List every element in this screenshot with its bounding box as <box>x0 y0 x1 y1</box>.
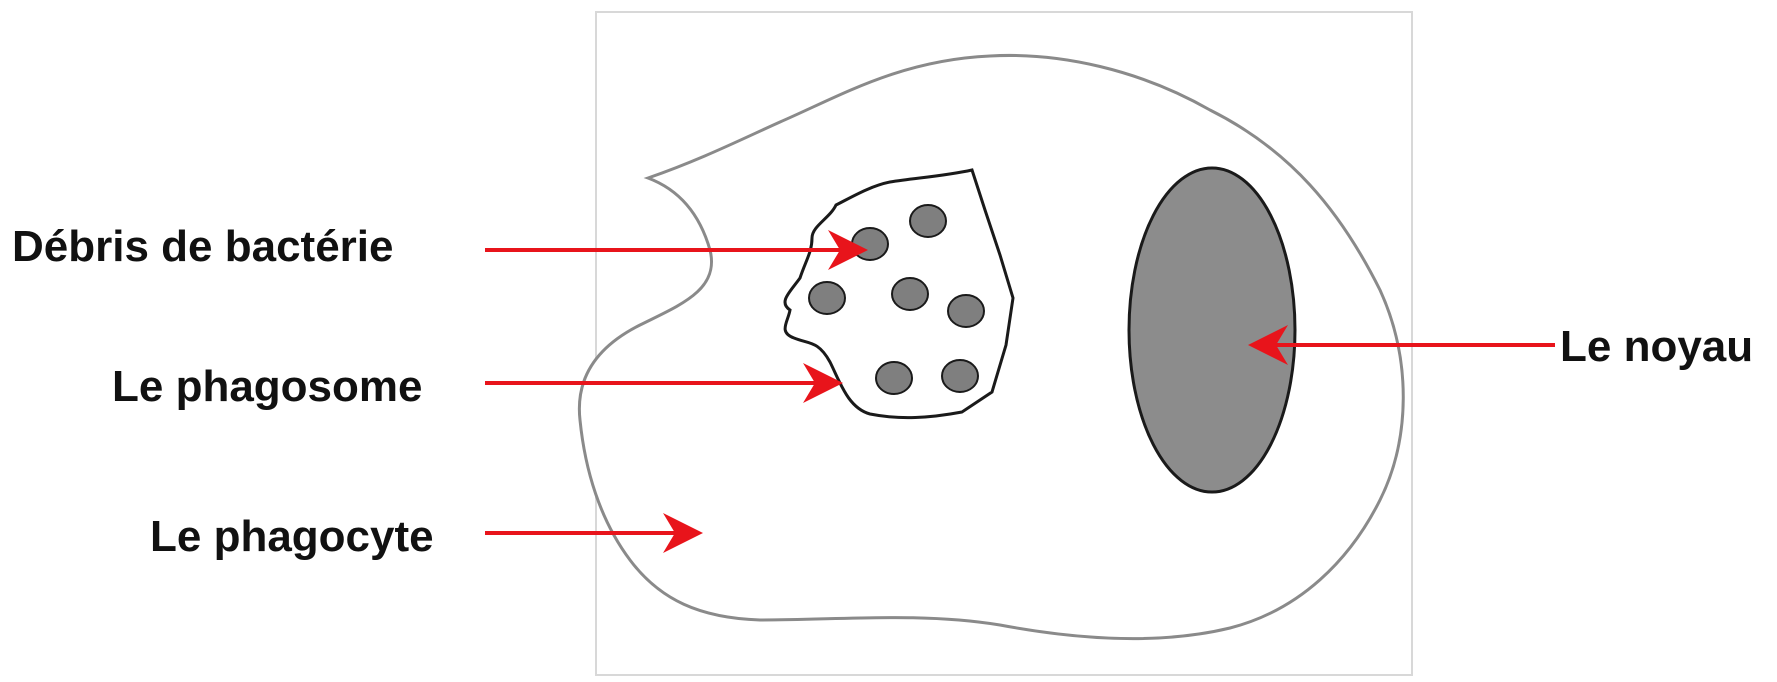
bacterial-debris <box>809 282 845 314</box>
label-phagosome: Le phagosome <box>112 362 423 412</box>
label-nucleus: Le noyau <box>1560 322 1753 372</box>
bacterial-debris <box>892 278 928 310</box>
nucleus <box>1129 168 1295 492</box>
label-bacterial-debris: Débris de bactérie <box>12 222 394 272</box>
bacterial-debris <box>876 362 912 394</box>
label-phagocyte: Le phagocyte <box>150 512 434 562</box>
bacterial-debris <box>910 205 946 237</box>
bacterial-debris <box>942 360 978 392</box>
bacterial-debris <box>948 295 984 327</box>
bacterial-debris <box>852 228 888 260</box>
